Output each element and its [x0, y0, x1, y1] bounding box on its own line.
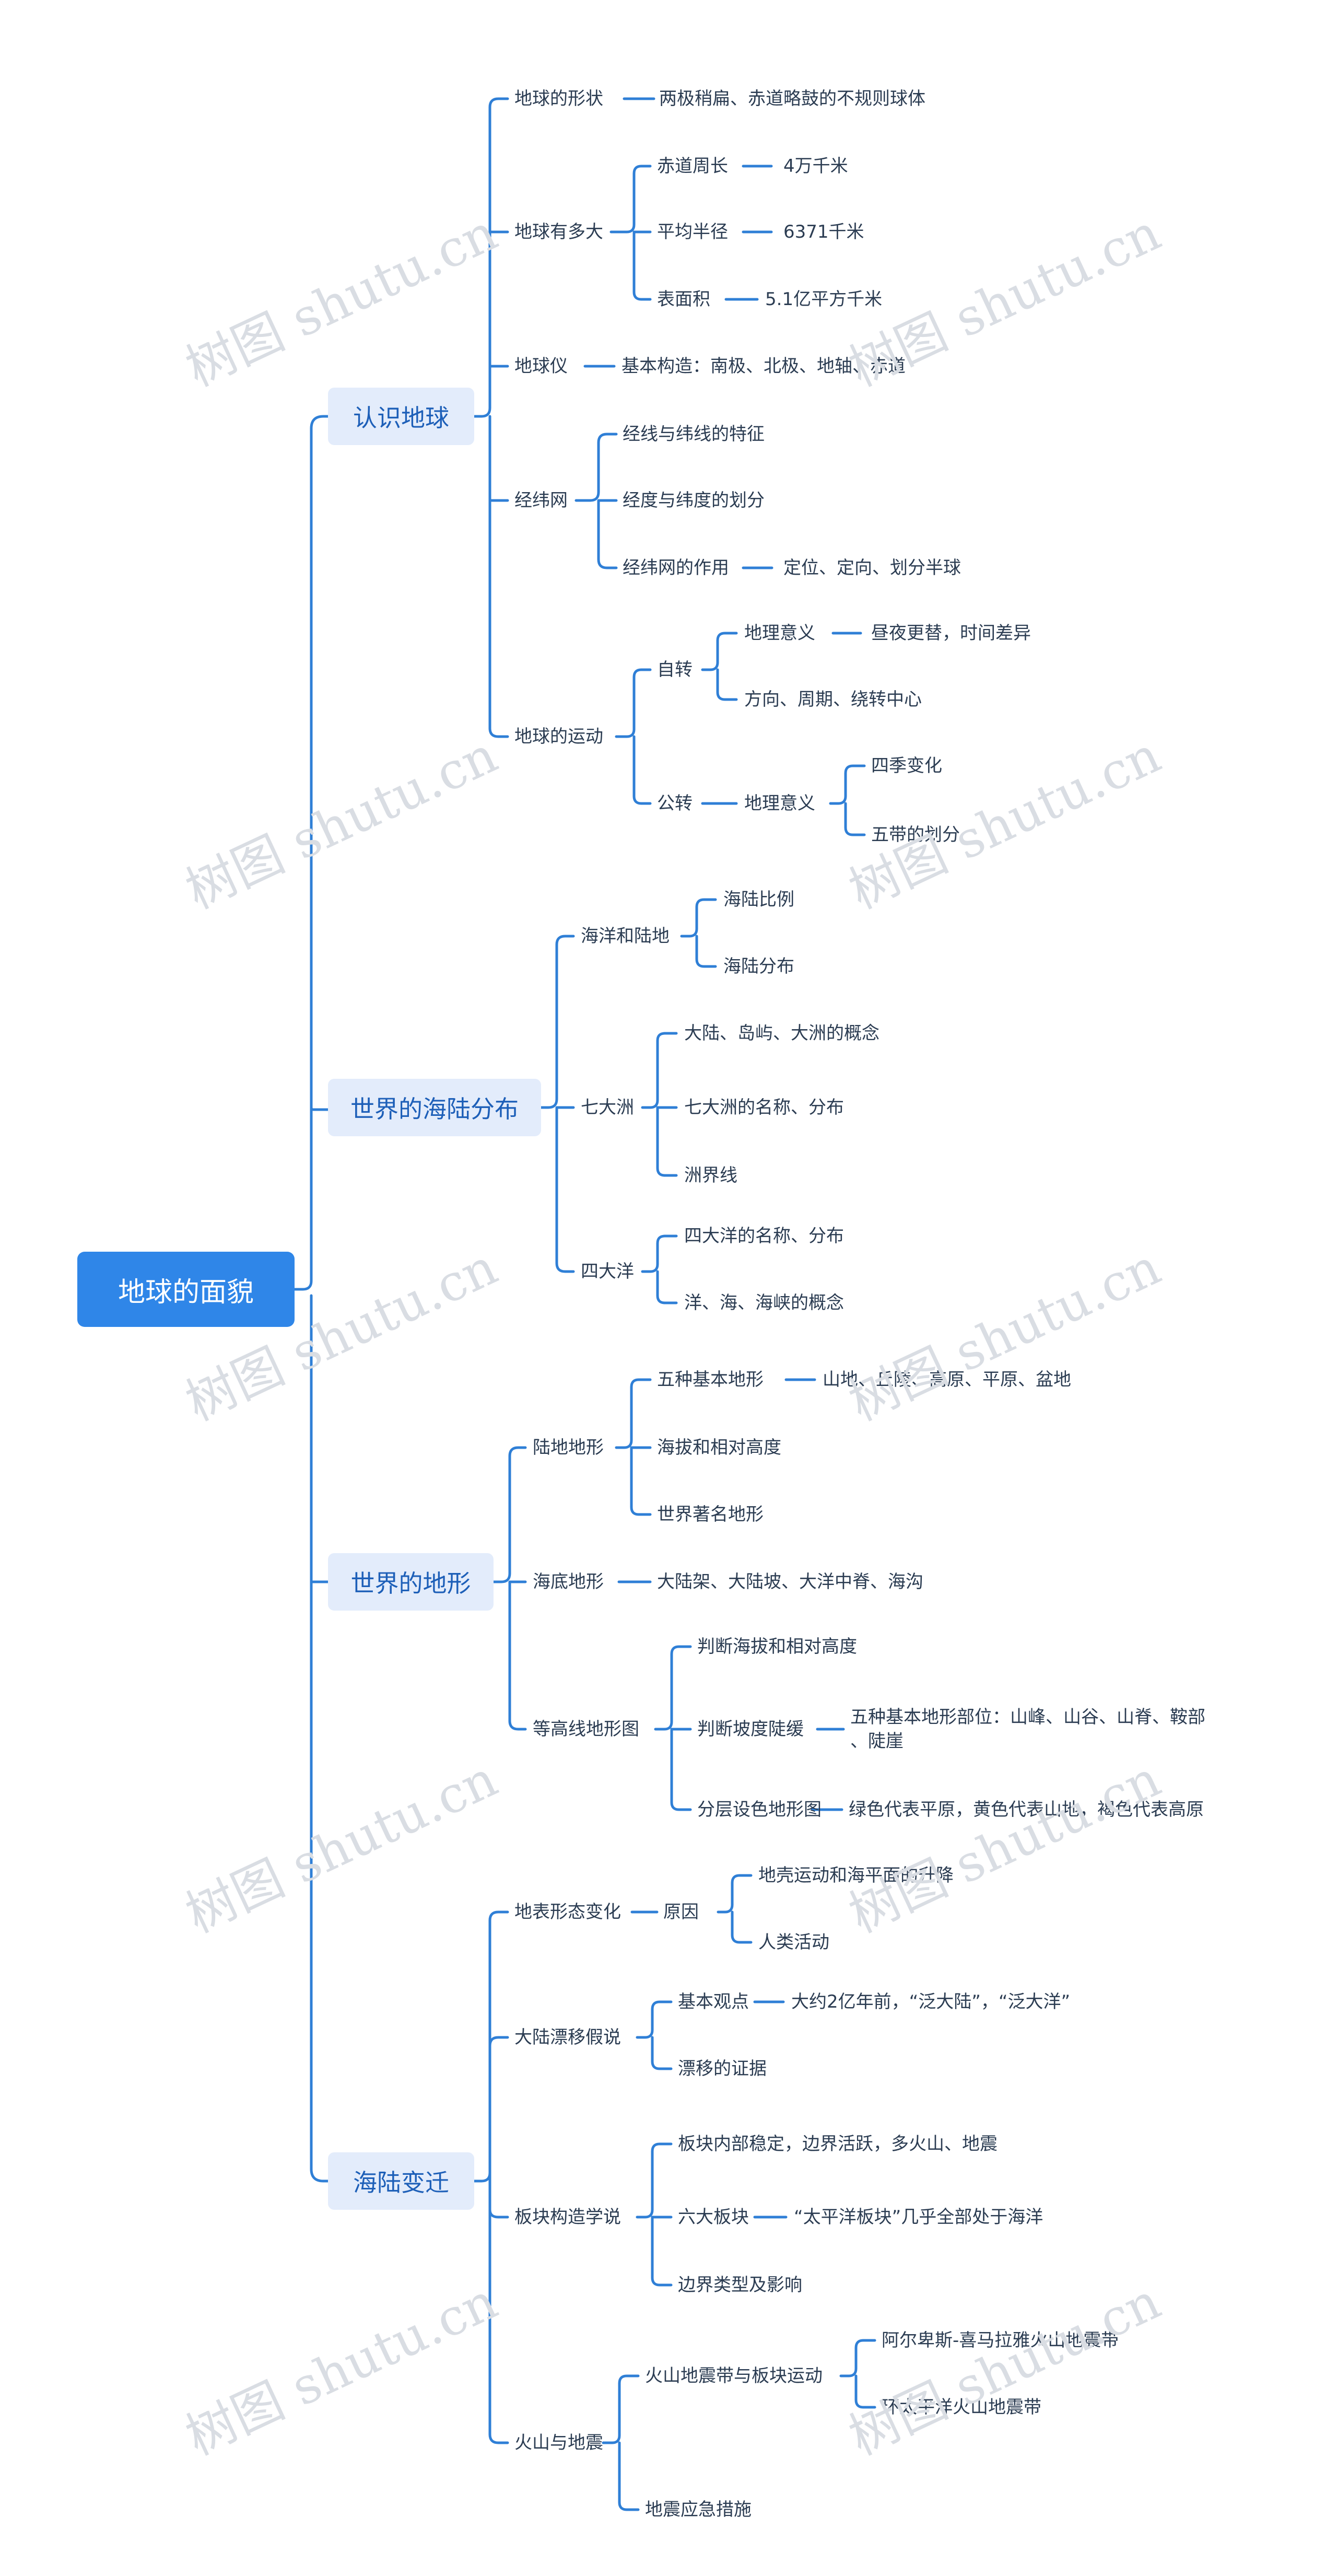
node-six-plates-value[interactable]: “太平洋板块”几乎全部处于海洋: [794, 2207, 1043, 2228]
node-volcano-earthquake[interactable]: 火山与地震: [514, 2432, 603, 2453]
node-rotation[interactable]: 自转: [657, 659, 693, 680]
node-alpine-himalayan-belt[interactable]: 阿尔卑斯-喜马拉雅火山地震带: [882, 2330, 1119, 2351]
node-pacific-ring-belt[interactable]: 环太平洋火山地震带: [882, 2397, 1041, 2418]
node-four-oceans[interactable]: 四大洋: [581, 1261, 634, 1282]
node-ocean-and-land[interactable]: 海洋和陆地: [581, 926, 670, 947]
node-landform-parts-line2[interactable]: 、陡崖: [850, 1731, 904, 1752]
node-surface-area[interactable]: 表面积: [657, 289, 710, 310]
node-revolution-meaning[interactable]: 地理意义: [744, 793, 815, 814]
branch-node-sea-land-distribution[interactable]: 世界的海陆分布: [328, 1079, 541, 1136]
node-plate-stability[interactable]: 板块内部稳定，边界活跃，多火山、地震: [678, 2134, 998, 2154]
node-grid-function[interactable]: 经纬网的作用: [623, 557, 729, 578]
node-contour-map[interactable]: 等高线地形图: [533, 1719, 639, 1740]
node-surface-change[interactable]: 地表形态变化: [514, 1902, 621, 1922]
node-grid-lines-features[interactable]: 经线与纬线的特征: [623, 424, 765, 445]
node-rotation-properties[interactable]: 方向、周期、绕转中心: [744, 689, 922, 710]
node-earth-shape[interactable]: 地球的形状: [514, 88, 603, 109]
node-lat-long-grid[interactable]: 经纬网: [514, 490, 568, 511]
node-sea-land-layout[interactable]: 海陆分布: [723, 956, 794, 977]
node-ocean-sea-strait-concepts[interactable]: 洋、海、海峡的概念: [684, 1292, 844, 1313]
node-drift-evidence[interactable]: 漂移的证据: [678, 2058, 767, 2079]
node-earth-size[interactable]: 地球有多大: [514, 222, 603, 242]
node-change-cause[interactable]: 原因: [663, 1902, 699, 1922]
node-equator-length[interactable]: 赤道周长: [657, 156, 728, 177]
node-crust-movement[interactable]: 地壳运动和海平面的升降: [758, 1865, 954, 1886]
node-boundary-types[interactable]: 边界类型及影响: [678, 2275, 802, 2295]
node-surface-area-value[interactable]: 5.1亿平方千米: [765, 289, 883, 310]
branch-node-recognize-earth[interactable]: 认识地球: [328, 388, 474, 445]
node-ocean-names[interactable]: 四大洋的名称、分布: [684, 1226, 844, 1246]
node-land-terrain[interactable]: 陆地地形: [533, 1437, 604, 1458]
node-judge-altitude[interactable]: 判断海拔和相对高度: [697, 1636, 857, 1657]
node-drift-basic-view[interactable]: 基本观点: [678, 1991, 749, 2012]
node-seismic-belts[interactable]: 火山地震带与板块运动: [645, 2365, 823, 2386]
node-continent-concepts[interactable]: 大陆、岛屿、大洲的概念: [684, 1023, 879, 1044]
node-sea-land-ratio[interactable]: 海陆比例: [723, 889, 794, 910]
node-plate-tectonics[interactable]: 板块构造学说: [514, 2207, 621, 2228]
node-seabed-terrain-value[interactable]: 大陆架、大陆坡、大洋中脊、海沟: [657, 1571, 923, 1592]
branch-node-world-terrain[interactable]: 世界的地形: [328, 1553, 494, 1611]
node-human-activity[interactable]: 人类活动: [758, 1932, 829, 1953]
node-grid-degree-division[interactable]: 经度与纬度的划分: [623, 490, 765, 511]
node-earth-motion[interactable]: 地球的运动: [514, 726, 603, 747]
node-mean-radius[interactable]: 平均半径: [657, 222, 728, 242]
node-continental-drift[interactable]: 大陆漂移假说: [514, 2027, 621, 2048]
node-continent-names[interactable]: 七大洲的名称、分布: [684, 1097, 844, 1118]
node-drift-basic-view-value[interactable]: 大约2亿年前，“泛大陆”，“泛大洋”: [791, 1991, 1071, 2012]
node-six-plates[interactable]: 六大板块: [678, 2207, 749, 2228]
node-earth-shape-value[interactable]: 两极稍扁、赤道略鼓的不规则球体: [659, 88, 925, 109]
root-node[interactable]: 地球的面貌: [77, 1252, 295, 1327]
node-continent-boundaries[interactable]: 洲界线: [684, 1165, 737, 1186]
node-grid-function-value[interactable]: 定位、定向、划分半球: [783, 557, 961, 578]
node-seven-continents[interactable]: 七大洲: [581, 1097, 634, 1118]
node-globe[interactable]: 地球仪: [514, 356, 568, 377]
node-globe-value[interactable]: 基本构造：南极、北极、地轴、赤道: [621, 356, 906, 377]
node-altitude-relative-height[interactable]: 海拔和相对高度: [657, 1437, 781, 1458]
branch-node-sea-land-change[interactable]: 海陆变迁: [328, 2152, 474, 2210]
node-rotation-meaning-value[interactable]: 昼夜更替，时间差异: [871, 623, 1031, 644]
node-earthquake-response[interactable]: 地震应急措施: [645, 2499, 752, 2520]
node-four-seasons[interactable]: 四季变化: [871, 755, 942, 776]
node-five-landforms-value[interactable]: 山地、丘陵、高原、平原、盆地: [823, 1369, 1071, 1390]
node-mean-radius-value[interactable]: 6371千米: [783, 222, 864, 242]
node-landform-parts-line1[interactable]: 五种基本地形部位：山峰、山谷、山脊、鞍部: [850, 1707, 1205, 1728]
node-rotation-meaning[interactable]: 地理意义: [744, 623, 815, 644]
node-famous-landforms[interactable]: 世界著名地形: [657, 1504, 764, 1525]
node-revolution[interactable]: 公转: [657, 793, 693, 814]
node-five-zones[interactable]: 五带的划分: [871, 824, 960, 845]
node-five-landforms[interactable]: 五种基本地形: [657, 1369, 764, 1390]
node-layered-color-map-value[interactable]: 绿色代表平原，黄色代表山地，褐色代表高原: [849, 1799, 1204, 1820]
node-layered-color-map[interactable]: 分层设色地形图: [697, 1799, 822, 1820]
node-judge-slope[interactable]: 判断坡度陡缓: [697, 1719, 804, 1740]
node-seabed-terrain[interactable]: 海底地形: [533, 1571, 604, 1592]
node-equator-length-value[interactable]: 4万千米: [783, 156, 848, 177]
